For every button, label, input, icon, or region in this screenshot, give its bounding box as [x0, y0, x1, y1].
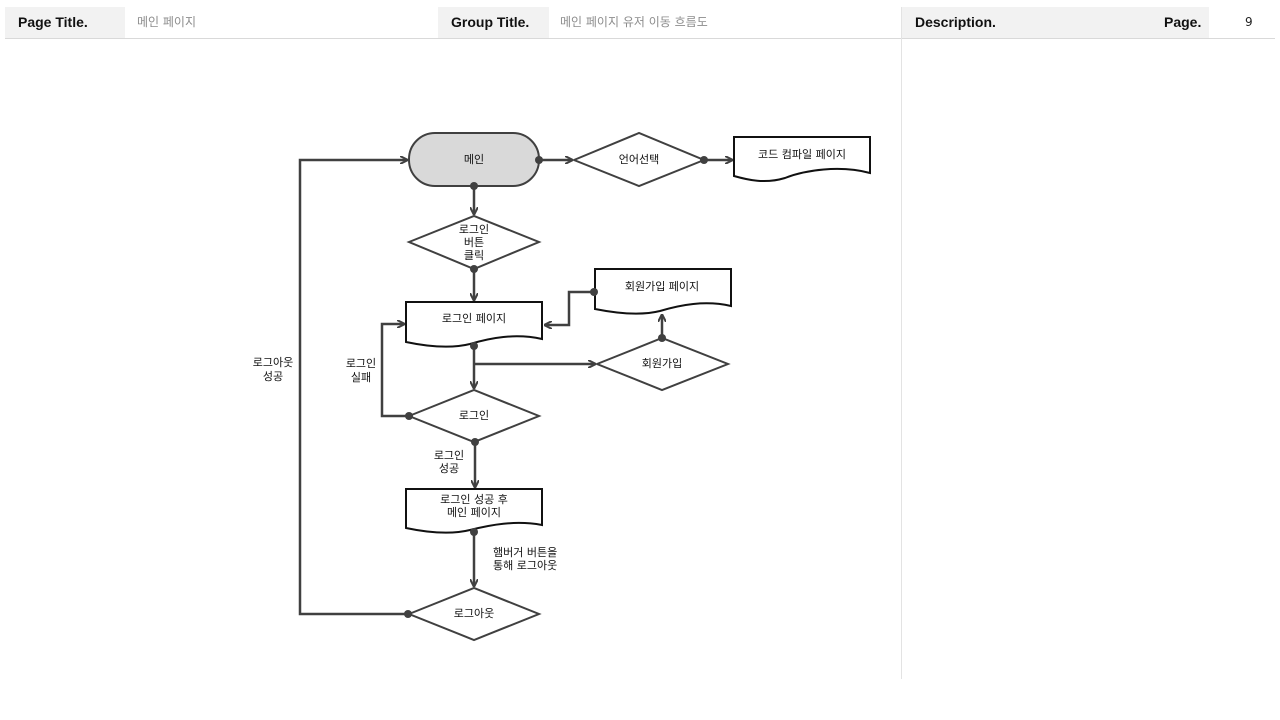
header-divider	[5, 38, 1275, 39]
node-main: 메인	[408, 132, 540, 187]
node-logout-label: 로그아웃	[454, 607, 494, 620]
node-login-page: 로그인 페이지	[405, 301, 543, 348]
node-language-select: 언어선택	[571, 131, 707, 188]
node-loginbtn-line1: 로그인	[459, 223, 489, 236]
node-main-label: 메인	[464, 153, 484, 166]
page-title-label: Page Title.	[5, 7, 125, 38]
group-title-label: Group Title.	[438, 7, 549, 38]
node-compile-label: 코드 컴파일 페이지	[758, 147, 846, 161]
label-login-success-2: 성공	[439, 462, 459, 475]
page-title-value: 메인 페이지	[137, 15, 197, 29]
label-hamburger-2: 통해 로그아웃	[493, 558, 557, 572]
label-login-fail-1: 로그인	[346, 357, 376, 370]
group-title-value: 메인 페이지 유저 이동 흐름도	[560, 15, 708, 29]
page-label: Page.	[1151, 7, 1209, 38]
label-login-fail-2: 실패	[351, 371, 371, 384]
label-logout-success-1: 로그아웃	[253, 356, 293, 369]
edge-signuppage-loginpage	[545, 290, 594, 325]
label-logout-success-2: 성공	[263, 370, 283, 383]
node-loginpage-label: 로그인 페이지	[442, 312, 506, 325]
node-signuppage-label: 회원가입 페이지	[625, 280, 699, 293]
node-language-label: 언어선택	[619, 153, 659, 166]
node-login: 로그인	[406, 388, 542, 444]
node-compile-page: 코드 컴파일 페이지	[733, 136, 871, 183]
node-loginbtn-line3: 클릭	[464, 249, 484, 262]
node-signup-label: 회원가입	[642, 357, 682, 370]
node-afterlogin-line2: 메인 페이지	[447, 506, 501, 519]
node-loginbtn-line2: 버튼	[464, 236, 484, 249]
label-hamburger-1: 햄버거 버튼을	[493, 546, 557, 559]
node-signup-page: 회원가입 페이지	[594, 268, 732, 315]
node-login-label: 로그인	[459, 409, 489, 422]
description-divider	[901, 7, 902, 679]
page-number: 9	[1245, 15, 1253, 29]
node-after-login-main: 로그인 성공 후 메인 페이지	[405, 488, 543, 534]
connectors	[298, 160, 732, 616]
node-login-button: 로그인 버튼 클릭	[406, 214, 542, 271]
description-label: Description.	[902, 7, 1151, 38]
connector-dots	[404, 156, 708, 618]
node-logout: 로그아웃	[406, 586, 542, 642]
node-afterlogin-line1: 로그인 성공 후	[440, 493, 508, 506]
label-login-success-1: 로그인	[434, 449, 464, 462]
node-signup: 회원가입	[594, 336, 731, 392]
edge-logout-main	[298, 160, 408, 616]
edge-login-fail	[380, 324, 409, 418]
